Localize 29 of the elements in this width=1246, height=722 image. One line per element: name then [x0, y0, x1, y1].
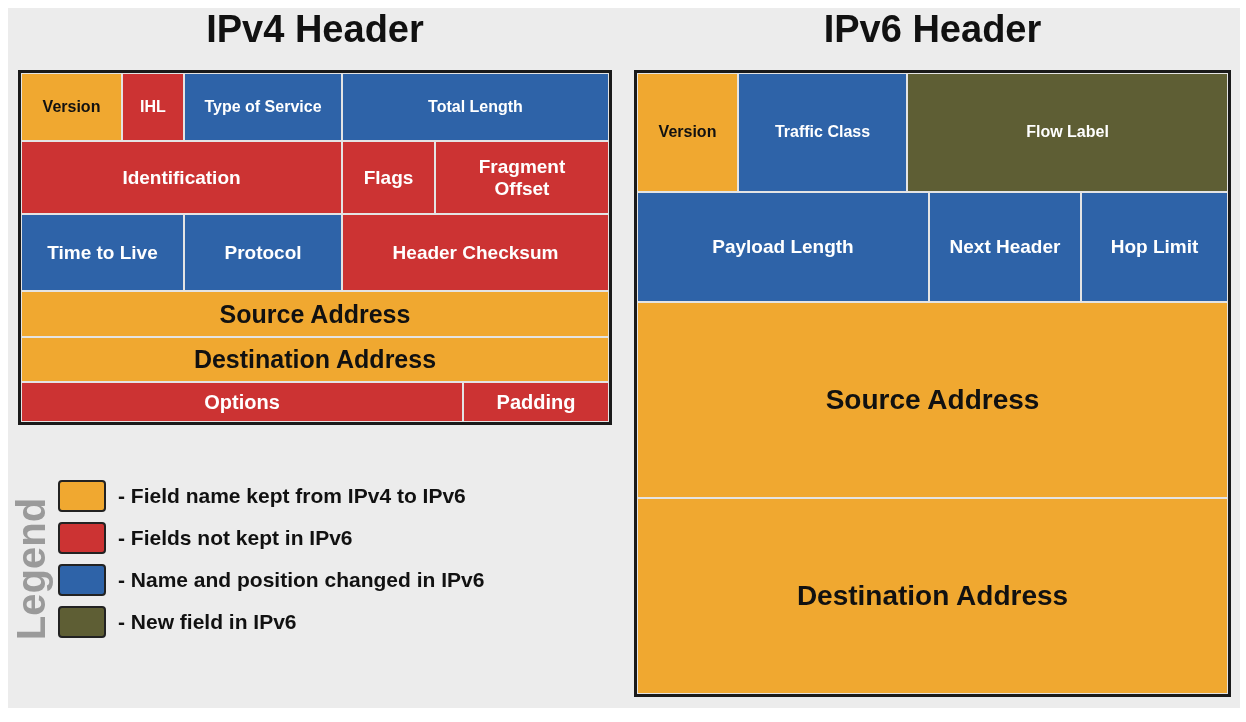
- header-field: Destination Address: [637, 498, 1228, 694]
- header-field: Total Length: [342, 73, 609, 141]
- header-field: Traffic Class: [738, 73, 907, 192]
- header-field: Version: [637, 73, 738, 192]
- header-field: Destination Address: [21, 337, 609, 382]
- header-field: Flow Label: [907, 73, 1228, 192]
- header-field: Fragment Offset: [435, 141, 609, 214]
- header-field: Next Header: [929, 192, 1081, 302]
- header-field: Source Address: [637, 302, 1228, 498]
- legend-heading: Legend: [9, 496, 53, 643]
- header-field: Time to Live: [21, 214, 184, 291]
- header-field: Source Address: [21, 291, 609, 337]
- header-field: Padding: [463, 382, 609, 422]
- header-field: IHL: [122, 73, 184, 141]
- header-field: Hop Limit: [1081, 192, 1228, 302]
- header-field: Flags: [342, 141, 435, 214]
- legend-text: - Name and position changed in IPv6: [118, 568, 485, 592]
- header-title: IPv6 Header: [822, 8, 1043, 51]
- legend-text: - New field in IPv6: [118, 610, 297, 634]
- header-field: Options: [21, 382, 463, 422]
- header-field: Payload Length: [637, 192, 929, 302]
- header-field: Identification: [21, 141, 342, 214]
- legend-text: - Fields not kept in IPv6: [118, 526, 353, 550]
- header-title: IPv4 Header: [205, 8, 425, 51]
- legend-text: - Field name kept from IPv4 to IPv6: [118, 484, 466, 508]
- header-field: Header Checksum: [342, 214, 609, 291]
- header-field: Version: [21, 73, 122, 141]
- header-field: Type of Service: [184, 73, 342, 141]
- header-field: Protocol: [184, 214, 342, 291]
